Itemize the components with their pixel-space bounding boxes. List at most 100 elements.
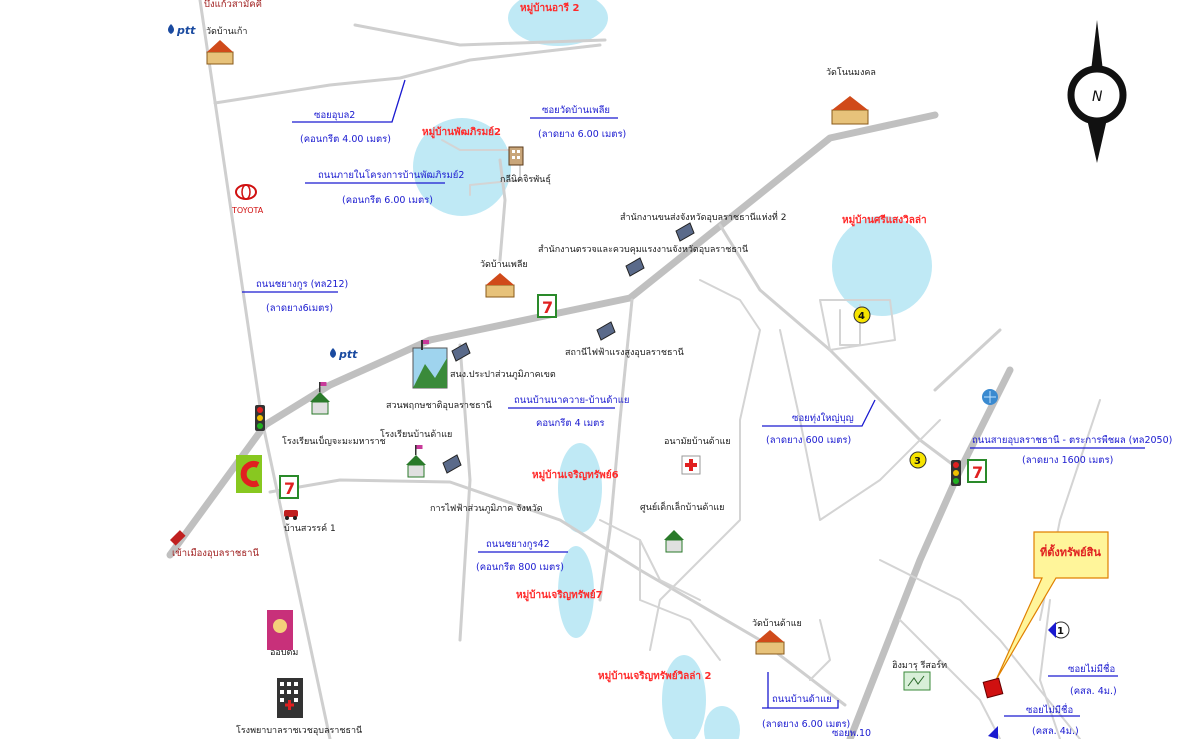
road-detail: (คสล. 4ม.) xyxy=(1070,686,1117,697)
zone-v1 xyxy=(508,0,608,46)
health-center-icon xyxy=(681,455,701,475)
seven-eleven-logo-icon: 7 xyxy=(967,459,987,483)
place-label: วัดโนนมงคล xyxy=(826,67,876,78)
place-label: การไฟฟ้าส่วนภูมิภาค จังหวัด xyxy=(430,503,543,514)
road-north-2 xyxy=(353,23,607,47)
car-icon xyxy=(284,510,298,520)
park-icon xyxy=(412,340,448,389)
place-label: กลีนิคจิรพันธุ์ xyxy=(500,173,551,185)
road-name: ซอยวัดบ้านเพลีย xyxy=(542,104,610,116)
temple-icon xyxy=(831,96,869,125)
place-label: บ้านสวรรค์ 1 xyxy=(284,522,336,534)
property-marker xyxy=(982,677,1004,699)
seven-text: 7 xyxy=(542,298,553,317)
village-label: หมู่บ้านศรีแสงวิลล่า xyxy=(842,214,927,227)
ptt-logo-icon: ptt xyxy=(330,348,358,361)
office-building-icon xyxy=(442,454,462,474)
village-label: หมู่บ้านเจริญทรัพย์วิลล่า 2 xyxy=(598,670,712,683)
svg-text:4: 4 xyxy=(858,311,865,322)
shop-logo-icon xyxy=(267,610,293,650)
marker-4: 4 xyxy=(853,306,871,324)
traffic-light-icon xyxy=(255,405,265,431)
seven-text: 7 xyxy=(972,463,983,482)
office-building-icon xyxy=(675,222,695,242)
place-label: โรงพยาบาลราชเวชอุบลราชธานี xyxy=(236,725,362,736)
ptt-text: ptt xyxy=(176,24,196,37)
temple-icon xyxy=(755,630,785,655)
road-name: ซอยทุ่งใหญ่บุญ xyxy=(792,412,854,424)
road-name: ซอยพ.10 xyxy=(832,728,871,739)
place-label: สถานีไฟฟ้าแรงสูงอุบลราชธานี xyxy=(565,347,684,358)
place-label: บึงแก้วสามัคคี xyxy=(204,0,262,10)
ptt-text: ptt xyxy=(338,348,358,361)
road-ban-plia xyxy=(498,158,507,262)
temple-icon xyxy=(206,40,234,65)
road-name: ซอยไม่มีชื่อ xyxy=(1026,703,1073,716)
place-label: โรงเรียนเบ็ญจะมะมหาราช xyxy=(282,434,386,447)
school-icon xyxy=(406,445,426,478)
temple-icon xyxy=(485,273,515,298)
road-name: ถนนชยางกูร (ทล212) xyxy=(256,279,348,290)
road-pointer xyxy=(292,79,406,123)
property-location-callout: ที่ตั้งทรัพย์สิน xyxy=(995,531,1109,681)
place-label: สวนพฤกษชาติอุบลราชธานี xyxy=(386,400,492,411)
traffic-light-icon xyxy=(951,460,961,486)
zone-v2 xyxy=(413,118,511,216)
road-detail: (คอนกรีต 4.00 เมตร) xyxy=(300,133,391,145)
road-pointer xyxy=(762,700,839,709)
ptt-logo-icon: ptt xyxy=(168,24,196,37)
place-label: ฮิงมารุ รีสอร์ท xyxy=(892,659,947,671)
road-name: ถนนบ้านนาควาย-บ้านด้าแย xyxy=(514,395,630,406)
place-label: วัดบ้านเพลีย xyxy=(480,259,528,270)
globe-icon xyxy=(982,389,998,405)
place-label: วัดบ้านด้าแย xyxy=(752,618,802,629)
road-detail: (คสล. 4ม.) xyxy=(1032,726,1079,737)
road-east-link xyxy=(933,328,1002,392)
seven-eleven-logo-icon: 7 xyxy=(279,475,299,499)
marker-arrow-icon xyxy=(988,726,998,739)
place-label: เข้าเมืองอุบลราชธานี xyxy=(172,547,260,559)
road-detail: (ลาดยาง6เมตร) xyxy=(266,303,333,314)
village-street-2 xyxy=(819,299,896,351)
svg-text:3: 3 xyxy=(914,456,921,467)
road-detail: (ลาดยาง 600 เมตร) xyxy=(766,435,851,446)
school-icon xyxy=(664,530,684,553)
toyota-text: TOYOTA xyxy=(231,206,264,215)
zone-v4 xyxy=(558,443,602,533)
place-label: โรงเรียนบ้านด้าแย xyxy=(380,429,452,440)
village-street-4 xyxy=(649,279,761,651)
place-label: สำนักงานขนส่งจังหวัดอุบลราชธานีแห่งที่ 2 xyxy=(620,210,786,223)
place-label: สนง.ประปาส่วนภูมิภาคเขต xyxy=(450,369,556,380)
place-label: ศูนย์เด็กเล็กบ้านด้าแย xyxy=(640,500,724,513)
direction-arrow-icon xyxy=(170,530,186,546)
zone-v6b xyxy=(704,706,740,739)
road-detail: (ลาดยาง 1600 เมตร) xyxy=(1022,455,1113,466)
place-label: วัดบ้านเก้า xyxy=(206,26,247,37)
callout-text: ที่ตั้งทรัพย์สิน xyxy=(1040,544,1101,559)
road-name: ซอยอุบล2 xyxy=(314,110,355,121)
village-label: หมู่บ้านพัฒภิรมย์2 xyxy=(422,126,501,139)
road-name: ซอยไม่มีชื่อ xyxy=(1068,662,1115,675)
road-name: ถนนภายในโครงการบ้านพัฒภิรมย์2 xyxy=(318,169,464,181)
village-street-6 xyxy=(809,619,831,681)
road-detail: (ลาดยาง 6.00 เมตร) xyxy=(762,719,850,730)
road-name: ถนนบ้านด้าแย xyxy=(772,694,832,705)
road-pointer xyxy=(762,399,876,427)
place-label: อ๊อปติม xyxy=(270,647,298,658)
village-label: หมู่บ้านเจริญทรัพย์6 xyxy=(532,469,619,482)
village-street-5 xyxy=(779,329,941,521)
zone-v6 xyxy=(662,655,706,739)
place-label: สำนักงานตรวจและควบคุมแรงงานจังหวัดอุบลรา… xyxy=(538,244,748,255)
office-building-icon xyxy=(451,342,471,362)
zone-v3 xyxy=(832,216,932,316)
village-street-11 xyxy=(599,519,701,601)
road-detail: (คอนกรีต 800 เมตร) xyxy=(476,561,564,573)
school-icon xyxy=(310,382,330,415)
office-building-icon xyxy=(596,321,616,341)
village-label: หมู่บ้านอารี 2 xyxy=(520,2,579,15)
village-street-12 xyxy=(639,539,721,661)
road-212 xyxy=(198,0,332,739)
road-name: ถนนชยางกูร42 xyxy=(486,539,550,550)
village-street-9 xyxy=(1039,599,1061,739)
